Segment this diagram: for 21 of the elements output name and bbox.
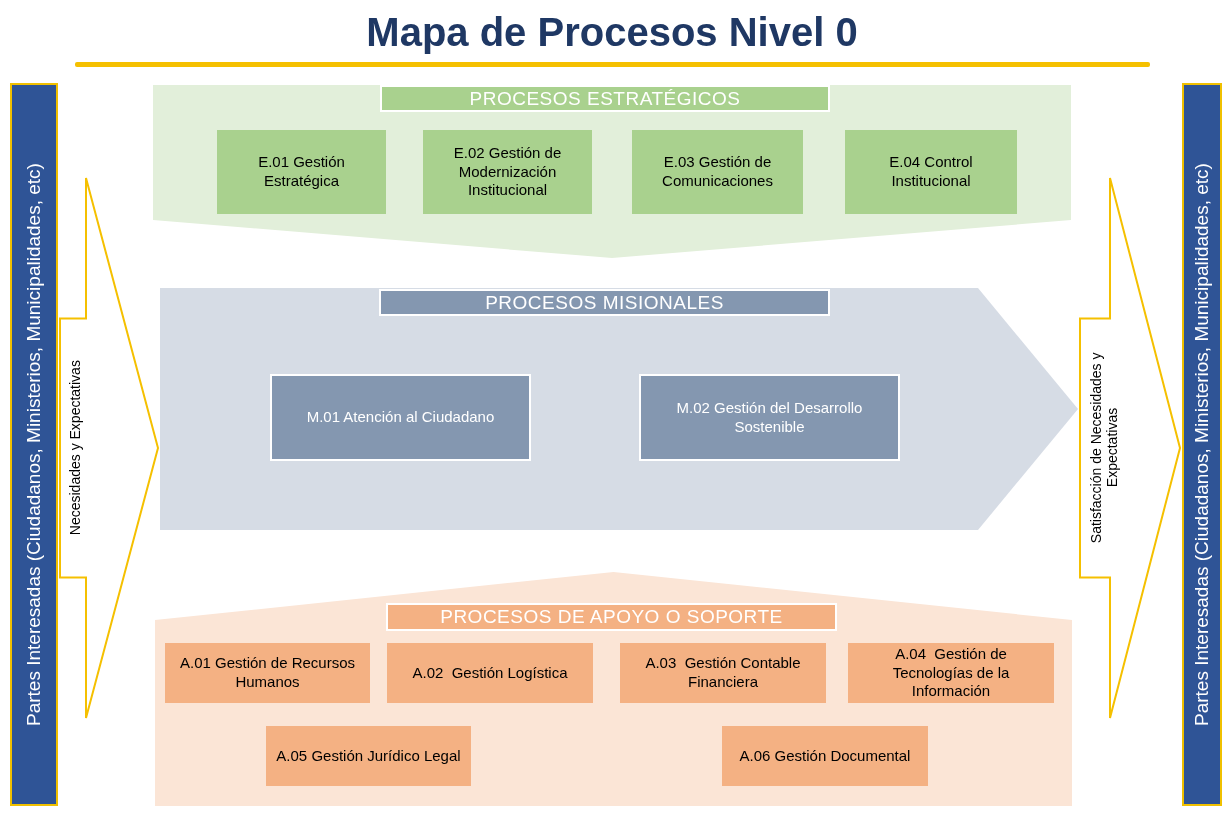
process-box: E.03 Gestión de Comunicaciones [632,130,803,214]
band-title: PROCESOS MISIONALES [379,289,830,316]
process-box: A.01 Gestión de Recursos Humanos [165,643,370,703]
process-band [160,288,1078,530]
stakeholder-bar: Partes Interesadas (Ciudadanos, Ministerios, Municipalidades, etc) [1182,83,1222,806]
process-box: A.03 Gestión Contable Financiera [620,643,826,703]
stakeholder-bar: Partes Interesadas (Ciudadanos, Ministerios, Municipalidades, etc) [10,83,58,806]
process-box: E.02 Gestión de Modernización Institucional [423,130,592,214]
process-box: A.05 Gestión Jurídico Legal [266,726,471,786]
process-box: M.02 Gestión del Desarrollo Sostenible [639,374,900,461]
process-box: A.04 Gestión de Tecnologías de la Información [848,643,1054,703]
process-box: M.01 Atención al Ciudadano [270,374,531,461]
band-title: PROCESOS DE APOYO O SOPORTE [386,603,837,631]
process-box: A.06 Gestión Documental [722,726,928,786]
process-band [153,85,1071,258]
title: Mapa de Procesos Nivel 0 [365,10,859,56]
process-box: E.01 Gestión Estratégica [217,130,386,214]
process-band [155,572,1072,806]
band-title: PROCESOS ESTRATÉGICOS [380,85,830,112]
process-box: A.02 Gestión Logística [387,643,593,703]
process-box: E.04 Control Institucional [845,130,1017,214]
